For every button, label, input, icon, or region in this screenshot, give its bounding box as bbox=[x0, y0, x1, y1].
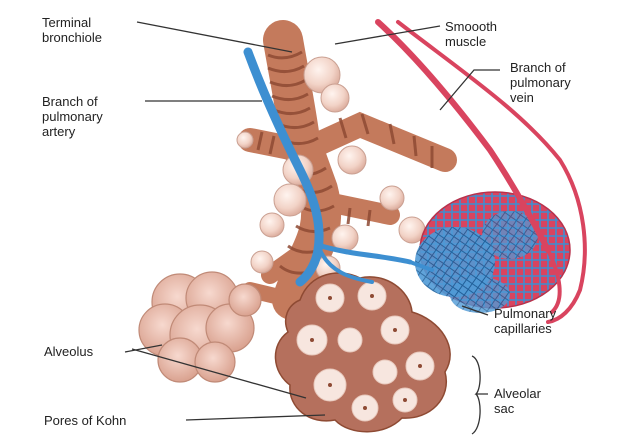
label-alveolar-sac: Alveolar sac bbox=[494, 386, 541, 416]
label-branch-pulmonary-vein: Branch of pulmonary vein bbox=[510, 60, 571, 105]
label-terminal-bronchiole: Terminal bronchiole bbox=[42, 15, 102, 45]
label-alveolus: Alveolus bbox=[44, 344, 93, 359]
label-smooth-muscle: Smoooth muscle bbox=[445, 19, 497, 49]
alveolus-cluster bbox=[139, 272, 261, 382]
label-pulmonary-capillaries: Pulmonary capillaries bbox=[494, 306, 556, 336]
label-branch-pulmonary-artery: Branch of pulmonary artery bbox=[42, 94, 103, 139]
label-pores-of-kohn: Pores of Kohn bbox=[44, 413, 126, 428]
alveolar-sac-section bbox=[275, 273, 450, 432]
